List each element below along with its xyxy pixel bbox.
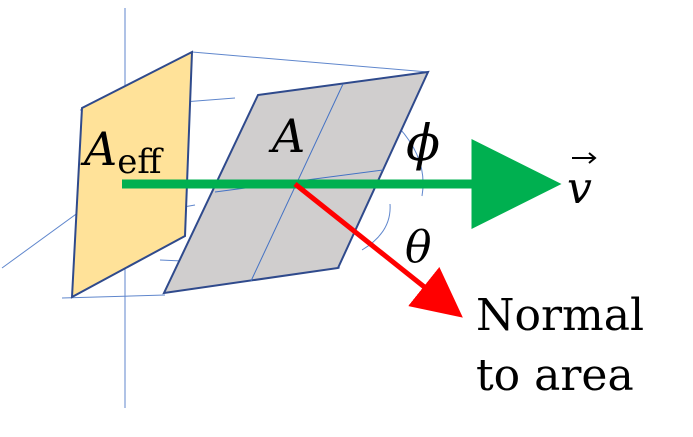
a-eff-base: A [80,122,117,176]
vector-arrow-icon [572,152,597,164]
a-eff-subscript: eff [117,142,164,182]
v-letter: v [567,163,592,214]
normal-caption-line2: to area [476,350,634,401]
normal-arrow [293,182,463,318]
theta-arc [361,203,391,251]
effective-area-plane [70,50,194,299]
theta-label: θ [405,222,432,273]
normal-caption-line1: Normal [476,290,644,341]
top-projection-line [191,51,429,73]
v-vector-label: v [567,152,597,214]
a-eff-label: Aeff [80,122,164,182]
a-label: A [268,109,305,163]
phi-label: ϕ [406,114,440,172]
lower-projection-line [61,294,166,299]
